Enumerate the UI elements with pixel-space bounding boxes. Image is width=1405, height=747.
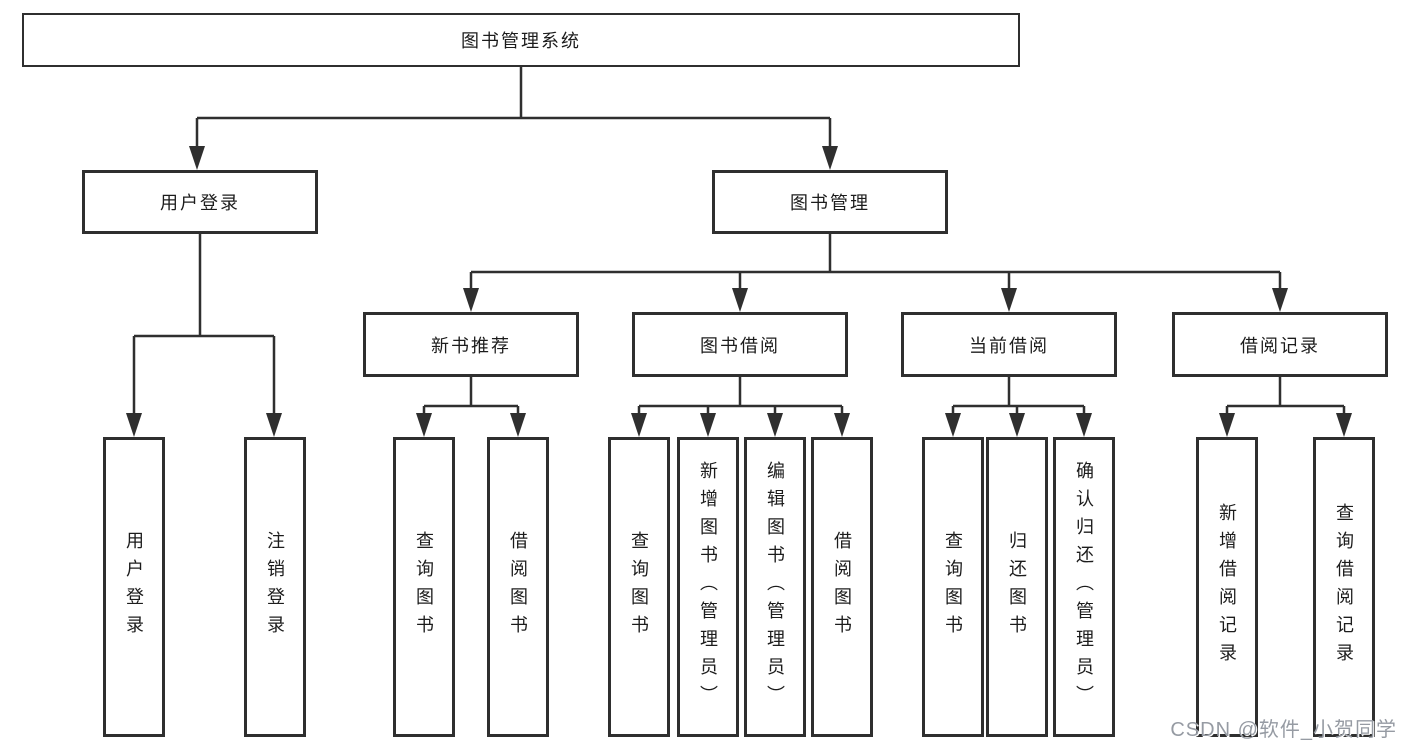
arrow-down-icon <box>767 413 783 437</box>
node-borrow-records: 借阅记录 <box>1172 312 1388 377</box>
connector-root <box>195 67 832 150</box>
leaf-add-book-admin: 新增图书（管理员） <box>677 437 739 737</box>
connector-borrow-records <box>1225 377 1346 416</box>
node-user-login: 用户登录 <box>82 170 318 234</box>
leaf-logout-login: 注销登录 <box>244 437 306 737</box>
leaf-add-borrow-record: 新增借阅记录 <box>1196 437 1258 737</box>
connector-new-book <box>422 377 520 416</box>
leaf-confirm-return-admin: 确认归还（管理员） <box>1053 437 1115 737</box>
arrow-down-icon <box>822 146 838 170</box>
watermark: CSDN @软件_小贺同学 <box>1170 719 1397 741</box>
arrow-down-icon <box>1076 413 1092 437</box>
node-current-borrow: 当前借阅 <box>901 312 1117 377</box>
node-new-book-recommend: 新书推荐 <box>363 312 579 377</box>
connector-book-borrow <box>637 377 844 416</box>
arrow-down-icon <box>463 288 479 312</box>
leaf-query-book-recommend: 查询图书 <box>393 437 455 737</box>
arrow-down-icon <box>700 413 716 437</box>
leaf-borrow-book: 借阅图书 <box>811 437 873 737</box>
arrow-down-icon <box>834 413 850 437</box>
arrow-down-icon <box>1336 413 1352 437</box>
arrow-down-icon <box>631 413 647 437</box>
arrow-down-icon <box>189 146 205 170</box>
leaf-user-login: 用户登录 <box>103 437 165 737</box>
arrow-down-icon <box>416 413 432 437</box>
arrow-down-icon <box>945 413 961 437</box>
leaf-borrow-book-recommend: 借阅图书 <box>487 437 549 737</box>
arrow-down-icon <box>1272 288 1288 312</box>
node-book-management: 图书管理 <box>712 170 948 234</box>
connector-book-management <box>469 234 1282 291</box>
arrow-down-icon <box>1009 413 1025 437</box>
leaf-query-book-current: 查询图书 <box>922 437 984 737</box>
arrow-down-icon <box>510 413 526 437</box>
node-root-library-system: 图书管理系统 <box>22 13 1020 67</box>
arrow-down-icon <box>732 288 748 312</box>
leaf-query-borrow-record: 查询借阅记录 <box>1313 437 1375 737</box>
arrow-down-icon <box>266 413 282 437</box>
leaf-return-book: 归还图书 <box>986 437 1048 737</box>
connector-current-borrow <box>951 377 1086 416</box>
arrow-down-icon <box>1001 288 1017 312</box>
connector-user-login <box>132 234 276 416</box>
node-book-borrow: 图书借阅 <box>632 312 848 377</box>
arrowhead-icons <box>126 146 1352 437</box>
leaf-edit-book-admin: 编辑图书（管理员） <box>744 437 806 737</box>
arrow-down-icon <box>1219 413 1235 437</box>
leaf-query-book-borrow: 查询图书 <box>608 437 670 737</box>
arrow-down-icon <box>126 413 142 437</box>
